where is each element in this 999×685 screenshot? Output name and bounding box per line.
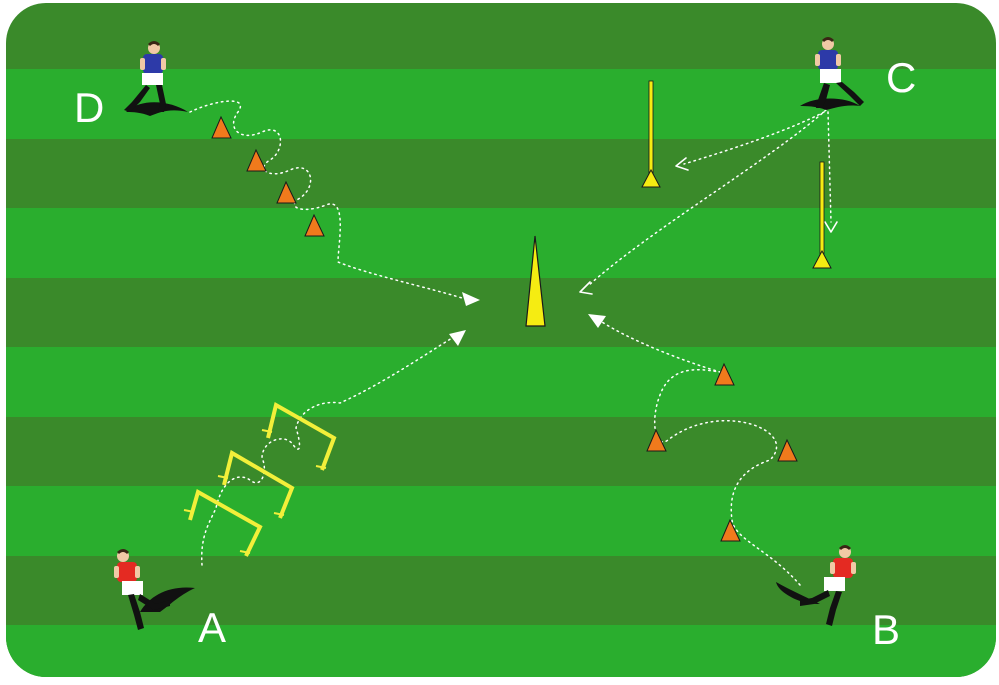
station-label-a: A xyxy=(198,604,226,651)
player-arm xyxy=(140,58,145,70)
station-label-c: C xyxy=(886,54,916,101)
station-label-d: D xyxy=(74,84,104,131)
stripe xyxy=(0,625,999,680)
player-arm xyxy=(815,54,820,66)
stripe xyxy=(0,208,999,278)
player-shirt xyxy=(818,50,838,70)
player-shirt xyxy=(833,558,853,578)
stripe xyxy=(0,486,999,556)
player-shorts xyxy=(142,73,163,85)
player-arm xyxy=(135,566,140,578)
station-label-b: B xyxy=(872,606,900,653)
pole-shaft xyxy=(649,81,653,177)
player-shorts xyxy=(824,577,845,591)
player-shirt xyxy=(143,54,163,74)
player-arm xyxy=(851,562,856,574)
pole-shaft xyxy=(820,162,824,258)
player-shorts xyxy=(820,69,841,83)
player-arm xyxy=(161,58,166,70)
player-shorts xyxy=(122,581,143,595)
player-arm xyxy=(830,562,835,574)
player-shirt xyxy=(117,562,137,582)
stripe xyxy=(0,347,999,417)
player-arm xyxy=(114,566,119,578)
player-arm xyxy=(836,54,841,66)
